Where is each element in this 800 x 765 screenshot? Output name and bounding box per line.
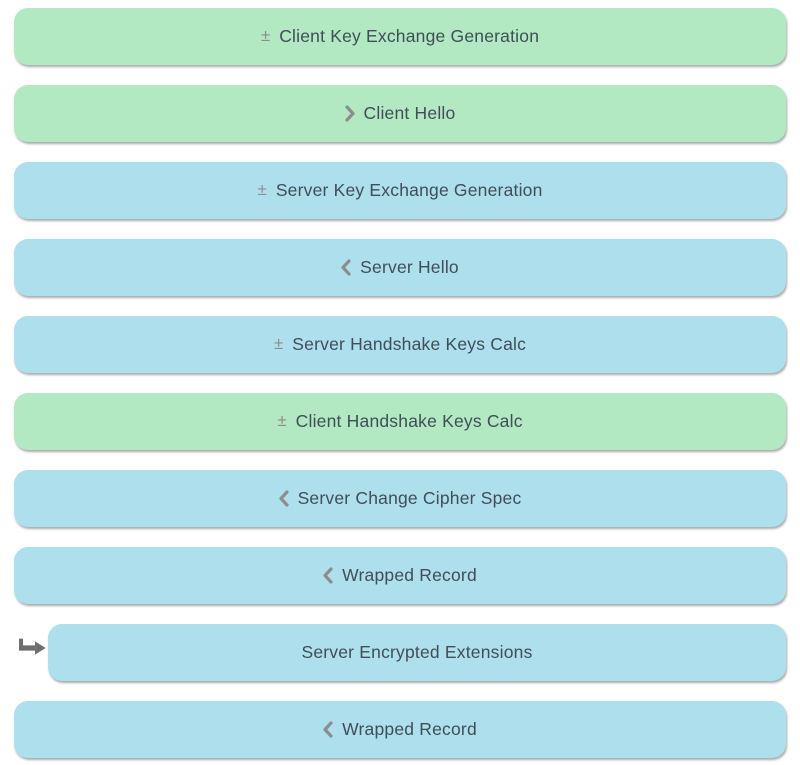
record-label: Server Handshake Keys Calc <box>292 334 527 354</box>
record-row: Client Hello <box>14 85 786 142</box>
chevron-left-icon <box>341 259 351 276</box>
plus-minus-icon: ± <box>273 334 284 353</box>
plus-minus-icon: ± <box>257 180 267 199</box>
record-row: ± Client Key Exchange Generation <box>14 8 786 65</box>
record-label: Client Handshake Keys Calc <box>295 411 523 431</box>
record-row: Server Hello <box>14 239 786 296</box>
record-client-handshake-keys-calc[interactable]: ± Client Handshake Keys Calc <box>14 393 786 450</box>
record-server-handshake-keys-calc[interactable]: ± Server Handshake Keys Calc <box>14 316 786 373</box>
record-label: Wrapped Record <box>342 719 477 739</box>
record-server-key-exchange-generation[interactable]: ± Server Key Exchange Generation <box>14 162 786 219</box>
record-client-hello[interactable]: Client Hello <box>14 85 786 142</box>
record-label: Server Change Cipher Spec <box>297 488 522 508</box>
record-row: ± Client Handshake Keys Calc <box>14 393 786 450</box>
record-server-encrypted-extensions[interactable]: Server Encrypted Extensions <box>48 624 786 681</box>
record-client-key-exchange-generation[interactable]: ± Client Key Exchange Generation <box>14 8 786 65</box>
record-wrapped-record-1[interactable]: Wrapped Record <box>14 547 786 604</box>
chevron-right-icon <box>344 105 355 122</box>
chevron-left-icon <box>323 721 333 738</box>
record-label: Client Hello <box>363 103 456 123</box>
record-label: Server Hello <box>360 257 459 277</box>
chevron-left-icon <box>278 490 289 507</box>
chevron-left-icon <box>323 567 333 584</box>
record-label: Client Key Exchange Generation <box>279 26 540 46</box>
record-wrapped-record-2[interactable]: Wrapped Record <box>14 701 786 758</box>
record-row: ± Server Handshake Keys Calc <box>14 316 786 373</box>
record-row: Wrapped Record <box>14 701 786 758</box>
record-label: Server Key Exchange Generation <box>275 180 543 200</box>
record-server-hello[interactable]: Server Hello <box>14 239 786 296</box>
record-label: Server Encrypted Extensions <box>301 642 533 662</box>
record-row: ± Server Key Exchange Generation <box>14 162 786 219</box>
record-row: Server Change Cipher Spec <box>14 470 786 527</box>
plus-minus-icon: ± <box>260 26 271 45</box>
record-row: Server Encrypted Extensions <box>14 624 786 681</box>
plus-minus-icon: ± <box>277 411 287 430</box>
record-server-change-cipher-spec[interactable]: Server Change Cipher Spec <box>14 470 786 527</box>
record-row: Wrapped Record <box>14 547 786 604</box>
pointer-arrow-icon <box>17 637 47 657</box>
record-label: Wrapped Record <box>342 565 477 585</box>
